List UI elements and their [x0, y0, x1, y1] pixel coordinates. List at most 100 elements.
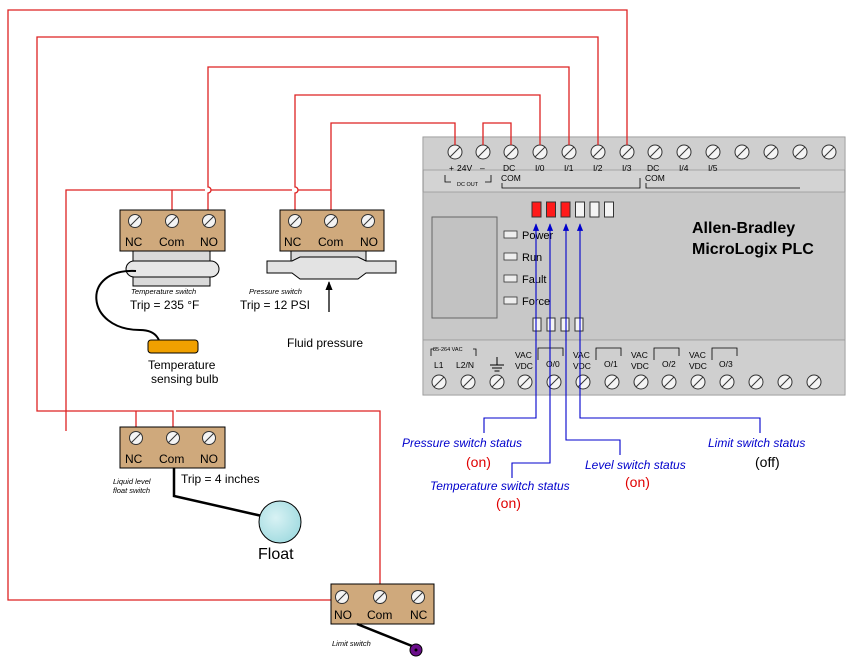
- terminal-screw: [431, 374, 447, 390]
- terminal-label-nc: NC: [125, 452, 143, 466]
- level-switch-name-2: float switch: [113, 486, 150, 495]
- float-label: Float: [258, 546, 294, 563]
- label-com2: COM: [645, 173, 665, 183]
- status-arrows: [483, 223, 761, 478]
- terminal-screw: [517, 374, 533, 390]
- status-power-label: Power: [522, 230, 554, 242]
- plc-top-labels: + 24V – DC OUT DC COM I/0 I/1 I/2 I/3 DC…: [449, 163, 718, 188]
- terminal-screw: [633, 374, 649, 390]
- plc-top-terminals: [447, 144, 837, 160]
- level-status-label: Level switch status: [585, 458, 686, 472]
- limit-status-state: (off): [755, 454, 780, 470]
- fault-light: [503, 274, 518, 283]
- input-led-1: [546, 201, 556, 218]
- terminal-label-com: Com: [159, 235, 184, 249]
- terminal-screw: [705, 144, 721, 160]
- input-led-3: [575, 201, 585, 218]
- label-o0: O/0: [546, 359, 560, 369]
- terminal-screw: [335, 590, 349, 604]
- plc-bottom-brackets: [430, 347, 738, 360]
- label-vac-range: 85-264 VAC: [433, 347, 463, 353]
- terminal-screw: [411, 590, 425, 604]
- terminal-screw: [288, 214, 302, 228]
- label-i3: I/3: [622, 163, 632, 173]
- terminal-label-no: NO: [200, 452, 218, 466]
- arrow-temperature-status: [511, 223, 554, 478]
- terminal-screw: [748, 374, 764, 390]
- float-arm: [172, 468, 263, 518]
- terminal-screw: [503, 144, 519, 160]
- pressure-element: [266, 256, 397, 280]
- label-i2: I/2: [593, 163, 603, 173]
- terminal-screw: [806, 374, 822, 390]
- output-led: [560, 317, 570, 332]
- pressure-switch: NC Com NO Pressure switch Trip = 12 PSI …: [240, 209, 397, 350]
- terminal-screw: [792, 144, 808, 160]
- terminal-screw: [763, 144, 779, 160]
- terminal-screw: [676, 144, 692, 160]
- terminal-label-com: Com: [159, 452, 184, 466]
- terminal-screw: [561, 144, 577, 160]
- label-o2: O/2: [662, 359, 676, 369]
- terminal-screw: [475, 144, 491, 160]
- terminal-screw: [821, 144, 837, 160]
- terminal-screw: [532, 144, 548, 160]
- arrow-limit-status: [576, 223, 761, 433]
- input-led-2: [560, 201, 571, 218]
- wire-pressure-to-i0: [294, 94, 541, 210]
- terminal-label-com: Com: [367, 608, 392, 622]
- label-vac: VAC: [515, 350, 532, 360]
- label-com: COM: [501, 173, 521, 183]
- level-status-state: (on): [625, 474, 650, 490]
- pressure-status-label: Pressure switch status: [402, 436, 522, 450]
- label-vdc-2: VDC: [573, 361, 591, 371]
- terminal-screw: [373, 590, 387, 604]
- input-leds: [531, 201, 614, 218]
- limit-status-label: Limit switch status: [708, 436, 805, 450]
- wire-level-to-i2: [36, 36, 599, 431]
- bulb-label-1: Temperature: [148, 358, 216, 372]
- label-dc-out: DC OUT: [457, 182, 479, 188]
- plc-top-brackets: [444, 175, 800, 189]
- status-labels: Pressure switch status (on) Temperature …: [402, 436, 805, 511]
- terminal-screw: [777, 374, 793, 390]
- limit-lever: [356, 622, 413, 648]
- run-light: [503, 252, 518, 261]
- capillary-tube: [95, 269, 161, 346]
- arrow-level-status: [562, 223, 621, 455]
- bulb-label-2: sensing bulb: [151, 372, 219, 386]
- label-l1: L1: [434, 360, 444, 370]
- label-vac-4: VAC: [689, 350, 706, 360]
- wire-24v-to-dc-com: [482, 122, 512, 145]
- input-led-0: [531, 201, 542, 218]
- wire-common-bus: [65, 189, 331, 431]
- force-light: [503, 296, 518, 305]
- plc-bottom-labels: 85-264 VAC L1 L2/N VAC VDC O/0 VAC VDC O…: [433, 347, 733, 371]
- temperature-status-label: Temperature switch status: [430, 479, 570, 493]
- terminal-screw: [324, 214, 338, 228]
- terminal-screw: [129, 431, 143, 445]
- terminal-screw: [202, 431, 216, 445]
- terminal-screw: [690, 374, 706, 390]
- terminal-screw: [647, 144, 663, 160]
- capillary-fitting: [125, 260, 220, 278]
- label-dc2: DC: [647, 163, 659, 173]
- label-minus: –: [480, 163, 485, 173]
- label-vdc-3: VDC: [631, 361, 649, 371]
- terminal-screw: [165, 214, 179, 228]
- label-plus: +: [449, 163, 454, 173]
- plc-model: MicroLogix PLC: [692, 241, 814, 258]
- temperature-switch-name: Temperature switch: [131, 287, 196, 296]
- fluid-pressure-label: Fluid pressure: [287, 336, 363, 350]
- input-led-5: [604, 201, 614, 218]
- output-led: [574, 317, 584, 332]
- terminal-label-no: NO: [334, 608, 352, 622]
- terminal-screw: [460, 374, 476, 390]
- pressure-status-state: (on): [466, 454, 491, 470]
- temperature-trip: Trip = 235 °F: [130, 298, 199, 312]
- terminal-screw: [590, 144, 606, 160]
- arrow-pressure-status: [483, 223, 540, 433]
- label-i4: I/4: [679, 163, 689, 173]
- terminal-screw: [447, 144, 463, 160]
